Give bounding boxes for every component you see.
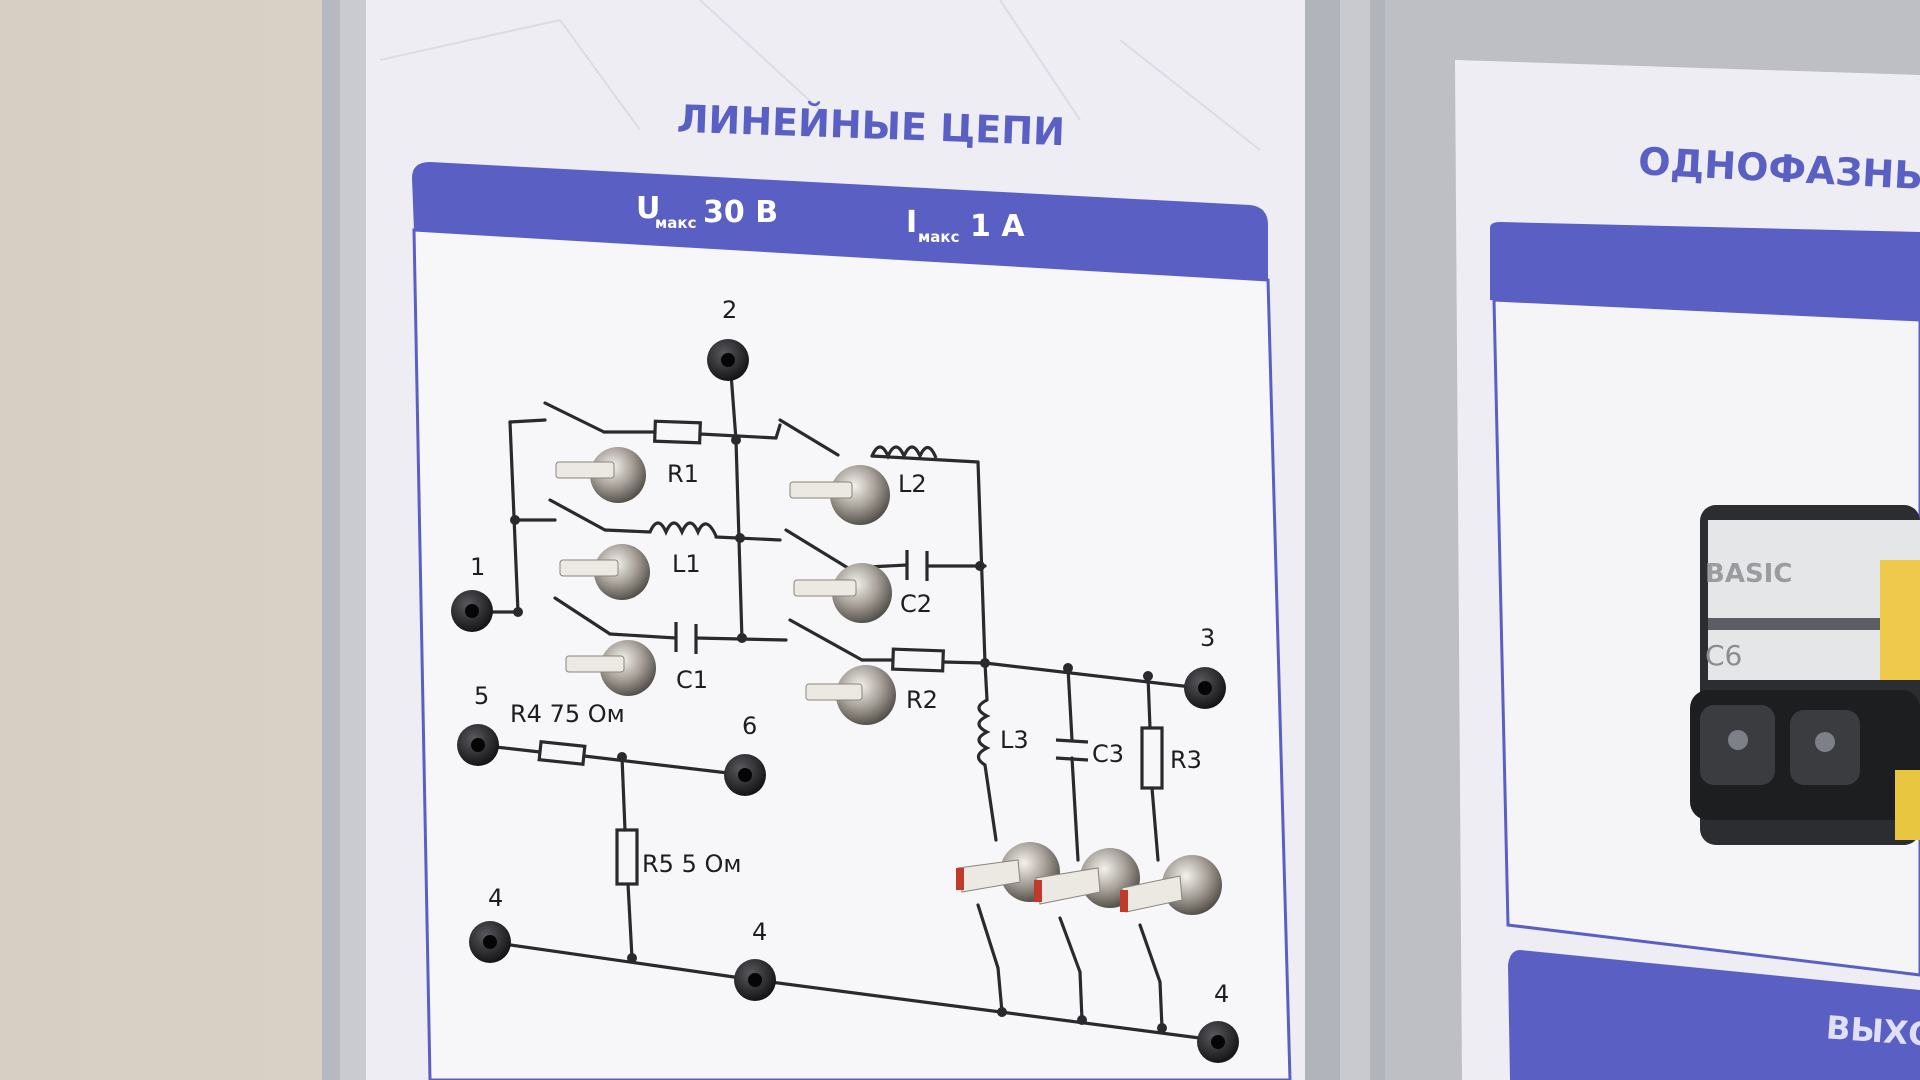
resistor-r4 [537, 739, 587, 767]
terminal-label-4a: 4 [488, 884, 503, 912]
resistor-r1 [653, 419, 702, 445]
label-r2: R2 [906, 686, 938, 714]
resistor-r2 [891, 647, 945, 673]
voltage-value: 30 В [703, 195, 778, 230]
toggle-switches[interactable] [555, 447, 1222, 915]
toggle-switch-r2[interactable] [805, 665, 896, 725]
terminal-label-4c: 4 [1214, 980, 1229, 1008]
toggle-switch-r1[interactable] [555, 447, 646, 503]
label-c1: C1 [676, 666, 708, 694]
terminal-jack-4c[interactable] [1197, 1021, 1239, 1063]
terminal-label-4b: 4 [752, 918, 767, 946]
label-r5: R5 5 Ом [642, 850, 741, 878]
capacitor-c3 [1055, 738, 1089, 762]
terminal-label-2: 2 [722, 296, 737, 324]
breaker-brand: BASIC [1705, 559, 1792, 589]
terminal-jack-4b[interactable] [734, 959, 776, 1001]
capacitor-c2 [905, 550, 929, 581]
terminal-jack-6[interactable] [724, 754, 766, 796]
right-panel [1385, 0, 1920, 1080]
terminal-jack-3[interactable] [1184, 667, 1226, 709]
toggle-switch-r3[interactable] [1120, 855, 1222, 915]
current-value: 1 А [970, 209, 1025, 244]
voltage-subscript: макс [655, 214, 696, 232]
current-subscript: макс [918, 228, 959, 246]
resistor-r5 [615, 828, 639, 886]
capacitor-c1 [674, 622, 698, 654]
terminal-jack-5[interactable] [457, 724, 499, 766]
ratings-band [412, 162, 1268, 280]
toggle-switch-l2[interactable] [789, 465, 890, 525]
label-r3: R3 [1170, 746, 1202, 774]
junction-dots [510, 435, 1167, 1033]
breaker-rating: C6 [1705, 639, 1742, 672]
terminal-jack-1[interactable] [451, 590, 493, 632]
toggle-switch-c1[interactable] [565, 640, 656, 696]
label-r4: R4 75 Ом [510, 700, 625, 728]
inductor-l2 [870, 445, 938, 460]
terminal-jack-2[interactable] [707, 339, 749, 381]
terminal-label-5: 5 [474, 682, 489, 710]
current-symbol: I [906, 205, 917, 240]
terminal-label-6: 6 [742, 712, 757, 740]
terminal-label-1: 1 [470, 553, 485, 581]
circuit-components [537, 419, 1164, 886]
resistor-r3 [1140, 726, 1164, 790]
terminal-jacks[interactable] [451, 339, 1239, 1063]
label-r1: R1 [667, 460, 699, 488]
toggle-switch-c2[interactable] [793, 563, 892, 623]
terminal-jack-4a[interactable] [469, 921, 511, 963]
label-c3: C3 [1092, 740, 1124, 768]
output-section-header: ВЫХО [1825, 1008, 1920, 1054]
label-l2: L2 [898, 470, 927, 498]
voltage-symbol: U [636, 191, 660, 226]
label-l3: L3 [1000, 726, 1029, 754]
label-c2: C2 [900, 590, 932, 618]
terminal-label-3: 3 [1200, 624, 1215, 652]
inductor-l1 [648, 521, 718, 537]
inductor-l3 [976, 698, 991, 767]
toggle-switch-l1[interactable] [559, 544, 650, 600]
label-l1: L1 [672, 550, 701, 578]
circuit-breaker[interactable] [1690, 505, 1920, 845]
